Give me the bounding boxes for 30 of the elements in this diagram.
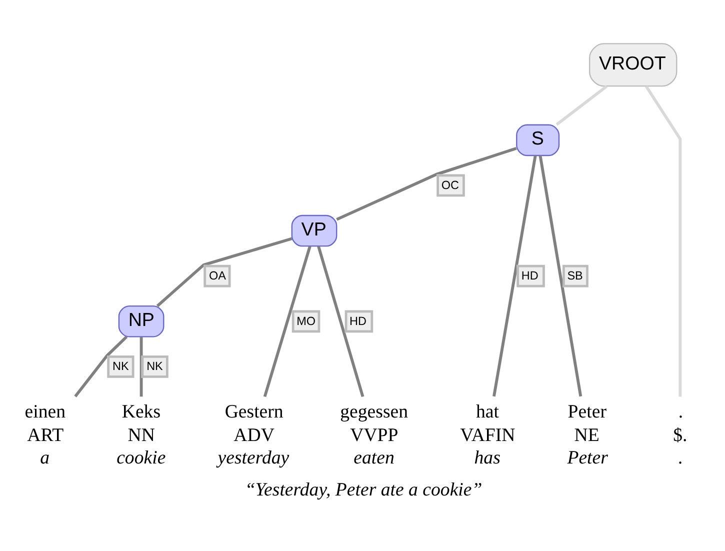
- node-box: VP: [291, 214, 338, 247]
- connector: [263, 246, 312, 398]
- edge-label: NK: [146, 360, 163, 374]
- connector: [74, 336, 128, 398]
- edge-label: OA: [208, 270, 226, 283]
- edge-label: MO: [296, 314, 316, 328]
- connector: [140, 336, 143, 397]
- node-text: gegessen VVPP eaten: [340, 402, 408, 469]
- connector: [492, 155, 537, 397]
- edge-label: OC: [441, 179, 459, 192]
- connector: [317, 246, 364, 398]
- node-box: NP: [118, 306, 164, 338]
- connector: [156, 237, 292, 308]
- connector: [556, 85, 608, 126]
- node-text: Keks NN cookie: [116, 402, 166, 469]
- node-box: VROOT: [589, 43, 678, 87]
- edge-label: HD: [521, 270, 538, 283]
- node-text: hat VAFIN has: [460, 402, 516, 469]
- edge-label: SB: [567, 270, 583, 283]
- connector: [336, 146, 517, 221]
- connector: [645, 86, 682, 397]
- edge-label: HD: [350, 314, 367, 328]
- node-box: S: [516, 124, 560, 156]
- caption: “Yesterday, Peter ate a cookie”: [244, 479, 482, 500]
- edge-label: NK: [112, 360, 129, 374]
- node-text: einen ART a: [24, 402, 66, 469]
- node-text: Gestern ADV yesterday: [218, 402, 290, 469]
- node-text: Peter NE Peter: [567, 402, 608, 469]
- node-text: . $. .: [673, 402, 688, 469]
- connector: [538, 155, 582, 397]
